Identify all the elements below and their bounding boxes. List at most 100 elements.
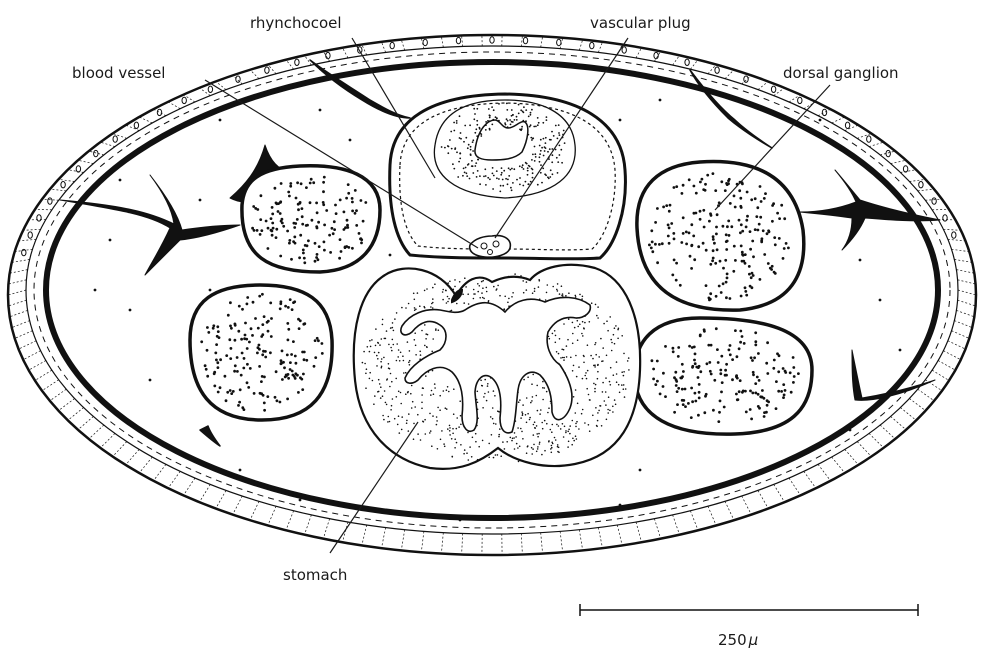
stomach-dot — [468, 459, 470, 461]
stomach-dot — [583, 355, 585, 357]
ganglion-dot — [347, 192, 350, 195]
ganglion-dot — [287, 339, 290, 342]
stomach-dot — [584, 422, 586, 424]
proboscis-dot — [522, 164, 524, 166]
stomach-dot — [408, 362, 410, 364]
stomach-dot — [621, 335, 623, 337]
ganglion-dot — [251, 227, 254, 230]
parenchyma-dot — [94, 289, 97, 292]
ganglion-dot — [703, 226, 706, 229]
stomach-dot — [555, 439, 557, 441]
proboscis-dot — [542, 122, 544, 124]
ganglion-dot — [354, 189, 357, 192]
ganglion-dot — [688, 178, 691, 181]
ganglion-dot — [240, 374, 243, 377]
proboscis-dot — [559, 154, 561, 156]
ganglion-dot — [728, 234, 731, 237]
ganglion-dot — [200, 340, 203, 343]
stomach-dot — [419, 351, 421, 353]
stomach-dot — [547, 412, 549, 414]
ganglion-dot — [695, 212, 698, 215]
ganglion-dot — [738, 390, 741, 393]
ganglion-dot — [676, 390, 679, 393]
stomach-dot — [521, 411, 523, 413]
ganglion-dot — [252, 205, 255, 208]
stomach-dot — [475, 433, 477, 435]
ganglion-dot — [323, 176, 326, 179]
proboscis-dot — [459, 153, 461, 155]
stomach-dot — [408, 430, 410, 432]
stomach-dot — [595, 384, 597, 386]
ganglion-dot — [712, 249, 715, 252]
stomach-dot — [401, 416, 403, 418]
proboscis-dot — [498, 178, 500, 180]
proboscis-dot — [498, 120, 500, 122]
ganglion-dot — [260, 380, 263, 383]
ganglion-dot — [215, 343, 218, 346]
ganglion-dot — [710, 214, 713, 217]
stomach-dot — [432, 298, 434, 300]
stomach-dot — [442, 299, 444, 301]
stomach-dot — [508, 276, 510, 278]
stomach-dot — [575, 412, 577, 414]
ganglion-dot — [699, 335, 702, 338]
proboscis-dot — [532, 169, 534, 171]
ganglion-dot — [244, 334, 247, 337]
stomach-dot — [562, 293, 564, 295]
ganglion-dot — [715, 295, 718, 298]
parenchyma-dot — [389, 254, 392, 257]
epidermal-striation — [10, 270, 28, 274]
stomach-dot — [504, 448, 506, 450]
epidermal-striation — [952, 331, 970, 339]
stomach-dot — [414, 299, 416, 301]
stomach-dot — [411, 385, 413, 387]
stomach-dot — [558, 425, 560, 427]
stomach-dot — [365, 373, 367, 375]
stomach-dot — [562, 295, 564, 297]
stomach-dot — [392, 339, 394, 341]
stomach-dot — [380, 397, 382, 399]
ganglion-dot — [735, 393, 738, 396]
stomach-dot — [531, 447, 533, 449]
stomach-dot — [615, 325, 617, 327]
ganglion-dot — [217, 366, 220, 369]
stomach-dot — [547, 284, 549, 286]
ganglion-dot — [750, 418, 753, 421]
ganglion-dot — [711, 259, 714, 262]
proboscis-dot — [485, 124, 487, 126]
ganglion-dot — [271, 213, 274, 216]
proboscis-dot — [507, 126, 509, 128]
proboscis-dot — [504, 122, 506, 124]
stomach-dot — [449, 434, 451, 436]
stomach-dot — [484, 393, 486, 395]
stomach-dot — [390, 409, 392, 411]
ganglion-dot — [297, 391, 300, 394]
stomach-dot — [408, 413, 410, 415]
stomach-dot — [482, 385, 484, 387]
stomach-dot — [542, 399, 544, 401]
stomach-dot — [552, 286, 554, 288]
ganglion-dot — [669, 204, 672, 207]
epidermal-striation — [891, 160, 906, 163]
proboscis-dot — [547, 151, 549, 153]
proboscis-dot — [501, 172, 503, 174]
ganglion-dot — [286, 230, 289, 233]
epidermal-striation — [462, 534, 463, 555]
proboscis-dot — [502, 179, 504, 181]
ganglion-dot — [225, 399, 228, 402]
stomach-dot — [511, 296, 513, 298]
ganglion-dot — [339, 199, 342, 202]
ganglion-dot — [351, 247, 354, 250]
epidermal-striation — [89, 425, 104, 439]
stomach-dot — [439, 409, 441, 411]
ganglion-dot — [681, 399, 684, 402]
ganglion-dot — [726, 273, 729, 276]
stomach-dot — [424, 307, 426, 309]
epidermal-striation — [521, 534, 522, 555]
ganglion-dot — [789, 371, 792, 374]
ganglion-dot — [754, 197, 757, 200]
epidermal-striation — [925, 380, 942, 391]
stomach-dot — [465, 286, 467, 288]
stomach-dot — [584, 375, 586, 377]
